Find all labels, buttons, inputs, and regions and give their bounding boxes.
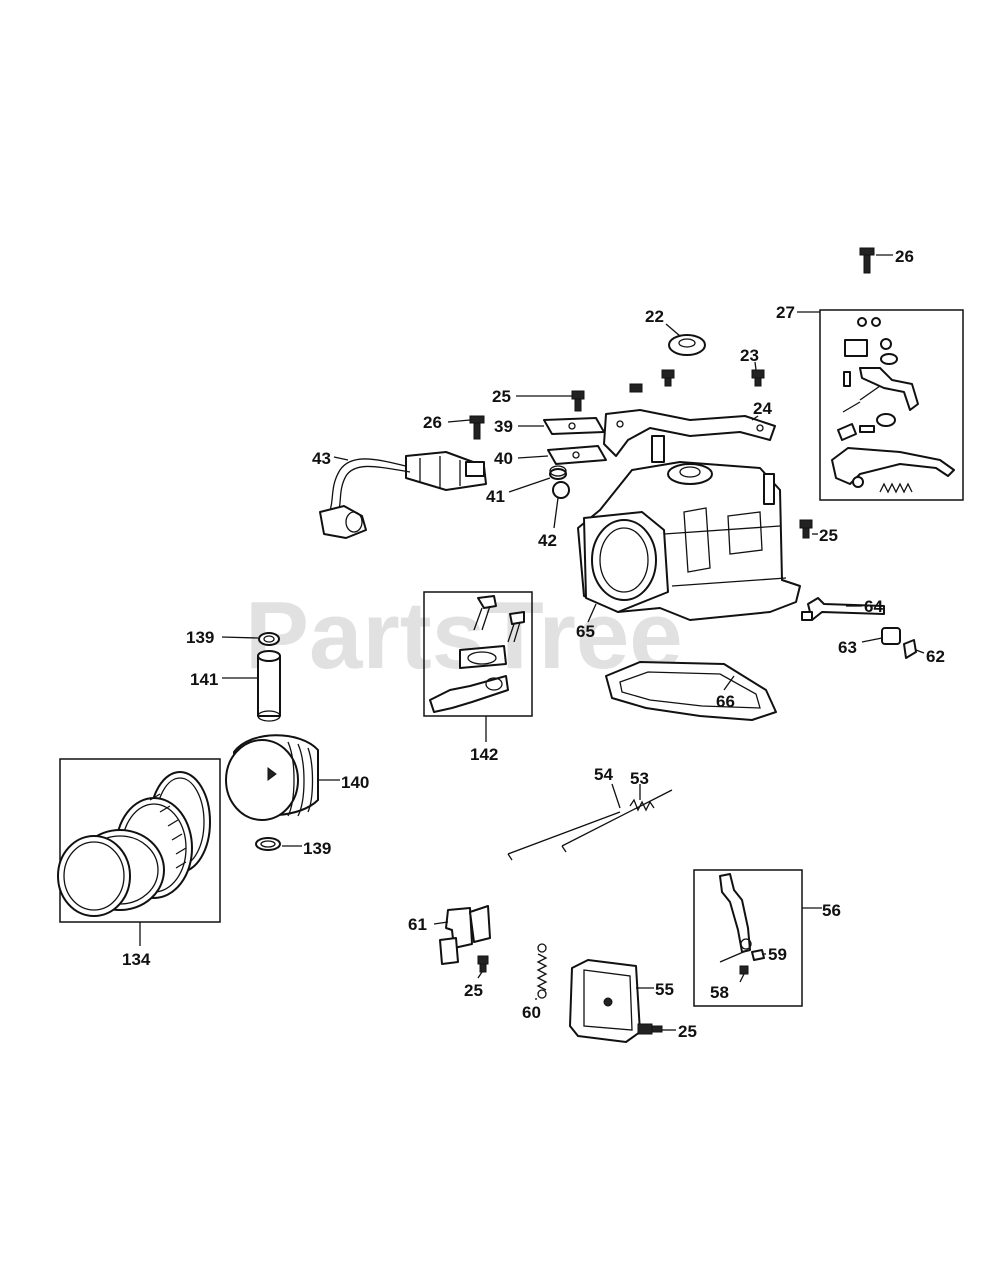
part-134-piston-rings-box[interactable]	[57, 758, 221, 923]
callout-22[interactable]: 22	[645, 307, 664, 326]
part-60-spring[interactable]	[536, 943, 548, 999]
part-61-bracket[interactable]	[439, 905, 491, 965]
callout-40[interactable]: 40	[494, 449, 513, 468]
part-63-bushing[interactable]	[881, 627, 901, 645]
callout-43[interactable]: 43	[312, 449, 331, 468]
callout-26-left[interactable]: 26	[423, 413, 442, 432]
callout-41[interactable]: 41	[486, 487, 505, 506]
part-62-pin[interactable]	[903, 639, 917, 659]
part-26-bolt-top[interactable]	[859, 247, 875, 274]
callout-54[interactable]: 54	[594, 765, 613, 784]
part-25-bolt-filter[interactable]	[637, 1023, 663, 1035]
part-24-gasket[interactable]	[603, 409, 776, 457]
callout-140[interactable]: 140	[341, 773, 369, 792]
callout-25-bracket[interactable]: 25	[464, 981, 483, 1000]
part-26-bolt-left[interactable]	[469, 415, 485, 440]
callout-23[interactable]: 23	[740, 346, 759, 365]
part-41-spring[interactable]	[549, 465, 567, 480]
part-140-piston[interactable]	[225, 734, 319, 821]
part-40-gasket[interactable]	[547, 445, 607, 465]
callout-42[interactable]: 42	[538, 531, 557, 550]
part-65-crankcase[interactable]	[577, 435, 801, 621]
callout-55[interactable]: 55	[655, 980, 674, 999]
part-27-governor-kit-box[interactable]	[819, 309, 964, 501]
callout-58[interactable]: 58	[710, 983, 729, 1002]
callout-141[interactable]: 141	[190, 670, 218, 689]
part-56-throttle-lever-box[interactable]	[693, 869, 803, 1007]
callout-60[interactable]: 60	[522, 1003, 541, 1022]
callout-139-upper[interactable]: 139	[186, 628, 214, 647]
callout-134[interactable]: 134	[122, 950, 151, 969]
part-25-bolt-right[interactable]	[799, 519, 813, 539]
part-64-governor-shaft[interactable]	[801, 597, 885, 621]
callout-26[interactable]: 26	[895, 247, 914, 266]
part-23-bolts[interactable]	[629, 369, 765, 393]
callout-56[interactable]: 56	[822, 901, 841, 920]
part-142-connecting-rod-box[interactable]	[423, 591, 533, 717]
part-139-clip-upper[interactable]	[258, 632, 280, 646]
part-55-air-filter[interactable]	[569, 959, 641, 1043]
part-22-oil-seal[interactable]	[668, 334, 706, 356]
part-139-clip-lower[interactable]	[255, 837, 281, 851]
callout-142[interactable]: 142	[470, 745, 498, 764]
callout-63[interactable]: 63	[838, 638, 857, 657]
part-25-bolt-bracket[interactable]	[477, 955, 489, 973]
part-141-piston-pin[interactable]	[257, 650, 281, 722]
part-54-link-rod[interactable]	[507, 811, 621, 861]
part-43-ignition-coil[interactable]	[319, 451, 487, 539]
part-25-bolt-upper[interactable]	[571, 390, 585, 412]
callout-25-right[interactable]: 25	[819, 526, 838, 545]
part-53-link-rod-spring[interactable]	[561, 789, 673, 853]
callout-39[interactable]: 39	[494, 417, 513, 436]
callout-27[interactable]: 27	[776, 303, 795, 322]
part-39-plate[interactable]	[543, 417, 605, 435]
callout-64[interactable]: 64	[864, 597, 883, 616]
callout-62[interactable]: 62	[926, 647, 945, 666]
callout-25-upper[interactable]: 25	[492, 387, 511, 406]
callout-65[interactable]: 65	[576, 622, 595, 641]
part-66-gasket[interactable]	[605, 661, 777, 721]
callout-61[interactable]: 61	[408, 915, 427, 934]
part-42-check-ball[interactable]	[552, 481, 570, 499]
callout-59[interactable]: 59	[768, 945, 787, 964]
callout-53[interactable]: 53	[630, 769, 649, 788]
callout-25-filter[interactable]: 25	[678, 1022, 697, 1041]
callout-139-lower[interactable]: 139	[303, 839, 331, 858]
callout-66[interactable]: 66	[716, 692, 735, 711]
callout-24[interactable]: 24	[753, 399, 772, 418]
